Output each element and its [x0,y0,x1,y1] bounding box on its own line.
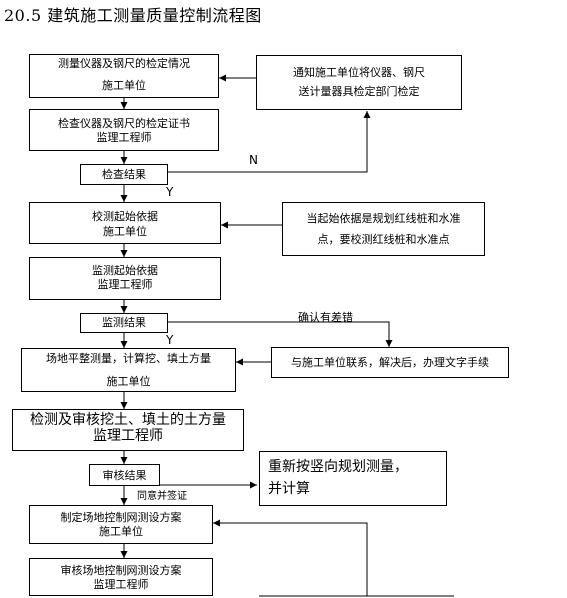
step-box-instrument-check-role: 施工单位 [102,79,146,92]
note-resurvey-line2: 并计算 [268,481,310,497]
step-box-monitor-baseline-text: 监测起始依据 [92,264,158,277]
step-box-review-control-network-text: 审核场地控制网测设方案 [60,564,182,577]
step-box-site-leveling-role: 施工单位 [106,375,151,388]
step-box-review-control-network-role: 监理工程师 [93,578,149,591]
step-box-control-network-plan-text: 制定场地控制网测设方案 [60,511,182,524]
note-redline-stakes-line1: 当起始依据是规划红线桩和水准 [306,212,461,225]
step-box-verify-baseline-text: 校测起始依据 [92,210,158,223]
edge-label-y2: Y [166,333,174,347]
note-resurvey [259,451,447,506]
decision-review-result [89,464,160,486]
step-box-monitor-baseline [29,257,221,300]
step-box-verify-baseline [29,202,221,244]
step-box-site-leveling [21,348,236,392]
arrow-d2-n3 [168,321,393,347]
decision-check-result [80,164,168,185]
note-send-for-calibration-line1: 通知施工单位将仪器、钢尺 [293,66,425,79]
note-contact-contractor-text: 与施工单位联系，解决后，办理文字手续 [291,356,489,369]
edge-label-approve-sign: 同意并签证 [137,491,187,502]
decision-check-result-label: 检查结果 [102,168,146,181]
arrow-feedback-b7 [213,519,368,596]
note-redline-stakes-line2: 点，要校测红线桩和水准点 [317,233,450,246]
decision-review-result-label: 审核结果 [102,469,147,482]
step-box-review-earthwork-role: 监理工程师 [93,428,163,444]
note-contact-contractor [271,347,509,378]
edge-label-y1: Y [166,185,174,199]
decision-monitor-result-label: 监测结果 [102,316,146,329]
step-box-control-network-plan-role: 施工单位 [99,525,143,538]
step-box-check-certificates-role: 监理工程师 [96,131,152,144]
page-title: 20.5 建筑施工测量质量控制流程图 [4,6,262,25]
step-box-instrument-check [29,54,219,98]
decision-monitor-result [80,313,168,333]
step-box-monitor-baseline-role: 监理工程师 [97,278,153,291]
arrow-d1-n1 [168,111,371,173]
step-box-review-earthwork-text: 检测及审核挖土、填土的土方量 [30,412,226,428]
note-redline-stakes [282,202,485,256]
step-box-review-earthwork [12,409,244,451]
note-send-for-calibration-line2: 送计量器具检定部门检定 [298,85,420,98]
step-box-instrument-check-text: 测量仪器及钢尺的检定情况 [58,57,190,70]
step-box-check-certificates-text: 检查仪器及钢尺的检定证书 [58,117,190,130]
step-box-site-leveling-text: 场地平整测量，计算挖、填土方量 [46,352,211,365]
edge-label-confirm-error: 确认有差错 [298,311,353,324]
step-box-review-control-network [29,558,213,596]
edge-label-n: N [249,153,258,167]
step-box-control-network-plan [29,505,213,544]
step-box-verify-baseline-role: 施工单位 [103,225,147,238]
step-box-check-certificates [29,109,219,151]
note-send-for-calibration [256,55,462,110]
note-resurvey-line1: 重新按竖向规划测量， [268,459,408,475]
